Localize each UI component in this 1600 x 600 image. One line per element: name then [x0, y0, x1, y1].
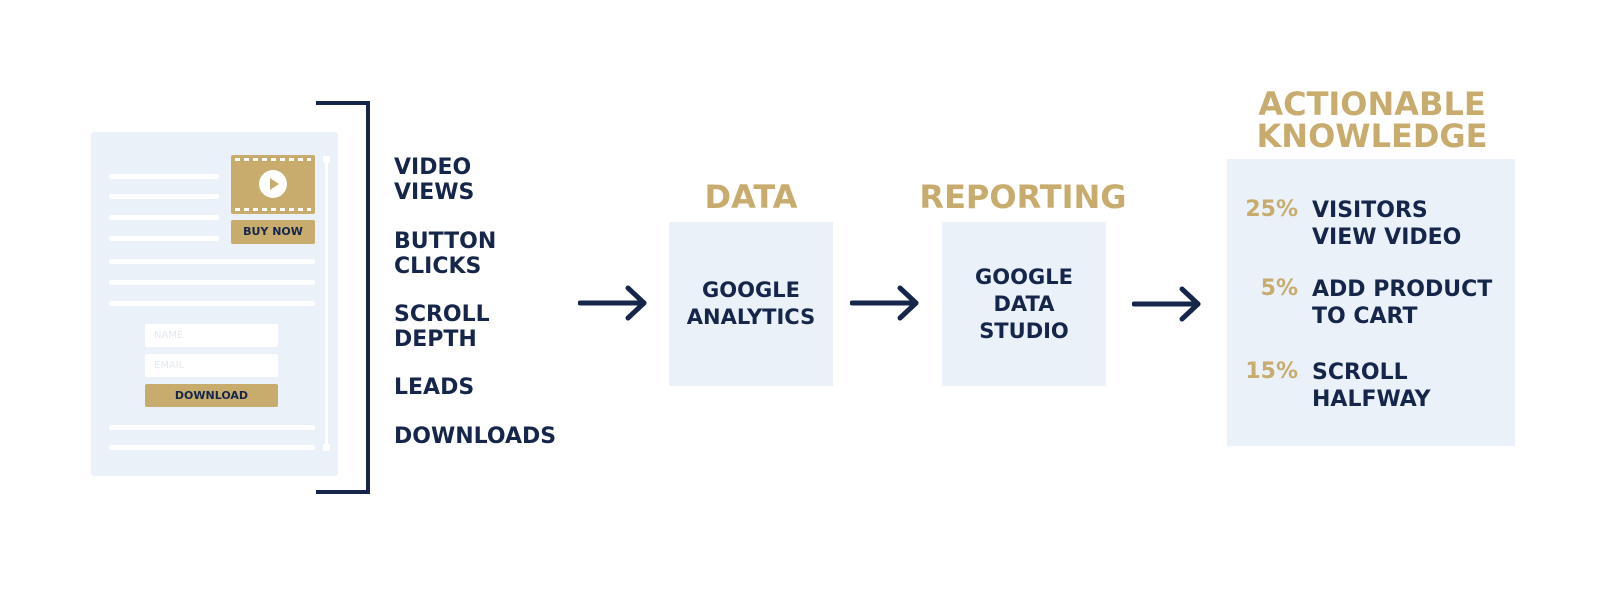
google-analytics-box: GOOGLE ANALYTICS — [669, 222, 833, 386]
metric-scroll-depth: SCROLL DEPTH — [394, 302, 490, 352]
film-strip — [235, 158, 311, 161]
bracket — [316, 101, 370, 494]
email-field: EMAIL — [145, 354, 278, 377]
knowledge-text: VISITORS VIEW VIDEO — [1312, 198, 1462, 250]
metric-downloads: DOWNLOADS — [394, 424, 557, 449]
text-line — [109, 301, 315, 306]
scrollbar-cap — [323, 156, 330, 163]
webpage-mockup: BUY NOW NAME EMAIL DOWNLOAD — [91, 132, 338, 476]
film-strip — [235, 208, 311, 211]
scrollbar-track — [325, 158, 328, 448]
name-field: NAME — [145, 324, 278, 347]
text-line — [109, 445, 315, 450]
arrow-right-icon — [850, 285, 919, 321]
arrow-right-icon — [1132, 286, 1201, 322]
knowledge-percent: 5% — [1260, 276, 1298, 301]
google-data-studio-label: GOOGLE DATA STUDIO — [975, 264, 1073, 343]
text-line — [109, 425, 315, 430]
text-line — [109, 174, 219, 179]
arrow-right-icon — [578, 285, 647, 321]
text-line — [109, 259, 315, 264]
knowledge-text: SCROLL HALFWAY — [1312, 360, 1431, 412]
metric-video-views: VIDEO VIEWS — [394, 155, 475, 205]
scrollbar-cap — [323, 444, 330, 451]
knowledge-percent: 25% — [1245, 197, 1298, 222]
text-line — [109, 280, 315, 285]
text-line — [109, 236, 219, 241]
data-title: DATA — [704, 178, 798, 216]
metric-leads: LEADS — [394, 375, 475, 400]
google-data-studio-box: GOOGLE DATA STUDIO — [942, 222, 1106, 386]
knowledge-text: ADD PRODUCT TO CART — [1312, 277, 1493, 329]
download-button: DOWNLOAD — [145, 384, 278, 407]
actionable-knowledge-title: ACTIONABLE KNOWLEDGE — [1256, 85, 1488, 155]
text-line — [109, 215, 219, 220]
buy-now-button: BUY NOW — [231, 220, 315, 244]
knowledge-percent: 15% — [1245, 359, 1298, 384]
google-analytics-label: GOOGLE ANALYTICS — [686, 278, 816, 329]
reporting-title: REPORTING — [919, 178, 1127, 216]
text-line — [109, 194, 219, 199]
video-thumbnail — [231, 155, 315, 214]
play-icon — [259, 170, 287, 198]
metric-button-clicks: BUTTON CLICKS — [394, 229, 497, 279]
knowledge-box: 25% VISITORS VIEW VIDEO 5% ADD PRODUCT T… — [1227, 159, 1515, 446]
